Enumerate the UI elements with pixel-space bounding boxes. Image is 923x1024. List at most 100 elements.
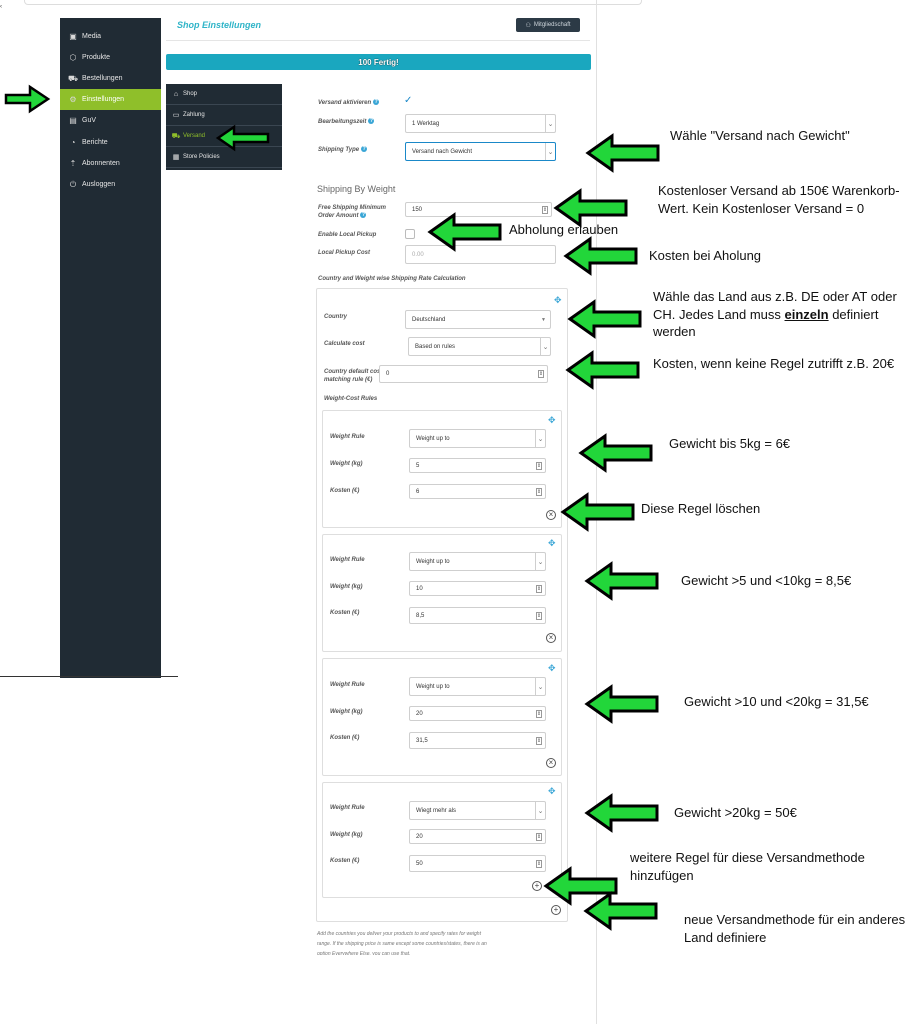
note-rule4: Gewicht >20kg = 50€ <box>674 805 797 820</box>
divider <box>166 40 590 41</box>
processing-time-select[interactable]: 1 Werktag ⌄ <box>405 114 556 133</box>
note-text: definiert <box>828 306 879 322</box>
sidebar-item-ausloggen[interactable]: ⏻ Ausloggen <box>60 174 161 195</box>
weight-label: Weight (kg) <box>330 584 363 590</box>
select-value: Based on rules <box>415 343 456 350</box>
weight-rule-select[interactable]: Weight up to ⌄ <box>409 429 546 448</box>
arrow-icon <box>585 562 659 600</box>
arrow-icon <box>568 300 642 338</box>
rules-label: Weight-Cost Rules <box>324 396 378 402</box>
submenu-item-label: Versand <box>183 133 206 139</box>
select-value: Weight up to <box>416 558 450 565</box>
shipping-enabled-checkbox[interactable]: ✓ <box>404 95 413 106</box>
membership-label: Mitgliedschaft <box>533 22 571 28</box>
cost-input[interactable]: 50 ⇕ <box>409 855 546 872</box>
local-pickup-checkbox[interactable] <box>405 229 415 239</box>
weight-input[interactable]: 10 ⇕ <box>409 581 546 596</box>
select-value: Versand nach Gewicht <box>412 148 473 155</box>
stepper-icon: ⇕ <box>536 859 542 868</box>
weight-label: Weight (kg) <box>330 832 363 838</box>
browser-bar <box>24 0 642 5</box>
sidebar-item-produkte[interactable]: ⬡ Produkte <box>60 47 161 68</box>
note-line: werden <box>653 324 696 339</box>
submenu-item-versand[interactable]: ⛟ Versand <box>166 126 282 147</box>
weight-input[interactable]: 5 ⇕ <box>409 458 546 473</box>
weight-rule-select[interactable]: Weight up to ⌄ <box>409 552 546 571</box>
payment-icon: ▭ <box>172 112 180 119</box>
stepper-icon: ⇕ <box>536 736 542 745</box>
sidebar-item-guv[interactable]: ▤ GuV <box>60 110 161 131</box>
note-shipping-type: Wähle "Versand nach Gewicht" <box>670 128 850 143</box>
membership-button[interactable]: ⚇ Mitgliedschaft <box>516 18 580 32</box>
add-rule-button[interactable]: + <box>532 881 542 891</box>
cost-label: Kosten (€) <box>330 858 360 864</box>
sidebar-item-label: Einstellungen <box>82 96 125 103</box>
arrow-icon <box>586 134 660 172</box>
delete-rule-button[interactable]: × <box>546 758 556 768</box>
cost-input[interactable]: 31,5 ⇕ <box>409 732 546 749</box>
submenu-item-shop[interactable]: ⌂ Shop <box>166 84 282 105</box>
local-pickup-cost-input[interactable]: 0.00 <box>405 245 556 264</box>
weight-input[interactable]: 20 ⇕ <box>409 829 546 844</box>
sidebar-item-media[interactable]: ▣ Media <box>60 26 161 47</box>
shipping-type-select[interactable]: Versand nach Gewicht ⌄ <box>405 142 556 161</box>
stepper-icon: ⇕ <box>536 487 542 496</box>
local-pickup-cost-label: Local Pickup Cost <box>318 250 371 256</box>
country-select[interactable]: Deutschland ▼ <box>405 310 551 329</box>
arrow-icon <box>579 434 653 472</box>
calculate-cost-select[interactable]: Based on rules ⌄ <box>408 337 551 356</box>
sidebar-item-einstellungen[interactable]: ⚙ Einstellungen <box>60 89 161 110</box>
arrow-icon <box>554 189 628 227</box>
note-pickup: Abholung erlauben <box>509 222 619 237</box>
move-icon[interactable]: ✥ <box>548 415 556 425</box>
sidebar-item-bestellungen[interactable]: ⛟ Bestellungen <box>60 68 161 89</box>
delete-rule-button[interactable]: × <box>546 633 556 643</box>
add-country-button[interactable]: + <box>551 905 561 915</box>
cost-input[interactable]: 6 ⇕ <box>409 484 546 499</box>
move-icon[interactable]: ✥ <box>548 663 556 673</box>
move-icon[interactable]: ✥ <box>554 295 562 305</box>
delete-rule-button[interactable]: × <box>546 510 556 520</box>
stepper-icon: ⇕ <box>536 832 542 841</box>
weight-rule-label: Weight Rule <box>330 682 365 688</box>
default-cost-input[interactable]: 0 ⇕ <box>379 365 548 383</box>
note-rule2: Gewicht >5 und <10kg = 8,5€ <box>681 573 852 588</box>
input-value: 5 <box>416 462 420 469</box>
arrow-icon <box>566 351 640 389</box>
chevron-down-icon: ⌄ <box>540 338 550 355</box>
chevron-down-icon: ⌄ <box>535 678 545 695</box>
cost-label: Kosten (€) <box>330 735 360 741</box>
arrow-icon <box>428 213 502 251</box>
move-icon[interactable]: ✥ <box>548 538 556 548</box>
stepper-icon: ⇕ <box>542 205 548 214</box>
weight-rule-select[interactable]: Wiegt mehr als ⌄ <box>409 801 546 820</box>
submenu-item-zahlung[interactable]: ▭ Zahlung <box>166 105 282 126</box>
cost-input[interactable]: 8,5 ⇕ <box>409 607 546 624</box>
submenu-item-store-policies[interactable]: ▦ Store Policies <box>166 147 282 168</box>
stepper-icon: ⇕ <box>536 709 542 718</box>
weight-label: Weight (kg) <box>330 461 363 467</box>
weight-input[interactable]: 20 ⇕ <box>409 706 546 721</box>
calculate-cost-label: Calculate cost <box>324 341 365 347</box>
weight-rule-label: Weight Rule <box>330 805 365 811</box>
note-text: CH. Jedes Land muss <box>653 306 785 322</box>
sidebar-item-abonnenten[interactable]: ⇡ Abonnenten <box>60 153 161 174</box>
shipping-enabled-label: Versand aktivieren? <box>318 99 380 107</box>
note-country: Wähle das Land aus z.B. DE oder AT oder … <box>653 288 897 341</box>
submenu-item-label: Shop <box>183 91 198 97</box>
help-line: range. If the shipping price is same exc… <box>317 941 487 947</box>
select-value: Weight up to <box>416 435 450 442</box>
input-value: 20 <box>416 833 423 840</box>
free-min-input[interactable]: 150 ⇕ <box>405 202 552 217</box>
note-line: Kostenloser Versand ab 150€ Warenkorb- <box>658 183 900 198</box>
sidebar-item-berichte[interactable]: ◔ Berichte <box>60 132 161 153</box>
help-icon: ? <box>368 118 375 125</box>
arrow-icon <box>561 493 635 531</box>
arrow-icon <box>564 237 638 275</box>
move-icon[interactable]: ✥ <box>548 786 556 796</box>
input-value: 6 <box>416 488 420 495</box>
note-delete-rule: Diese Regel löschen <box>641 501 761 516</box>
weight-rule-label: Weight Rule <box>330 557 365 563</box>
weight-rule-select[interactable]: Weight up to ⌄ <box>409 677 546 696</box>
cost-label: Kosten (€) <box>330 488 360 494</box>
